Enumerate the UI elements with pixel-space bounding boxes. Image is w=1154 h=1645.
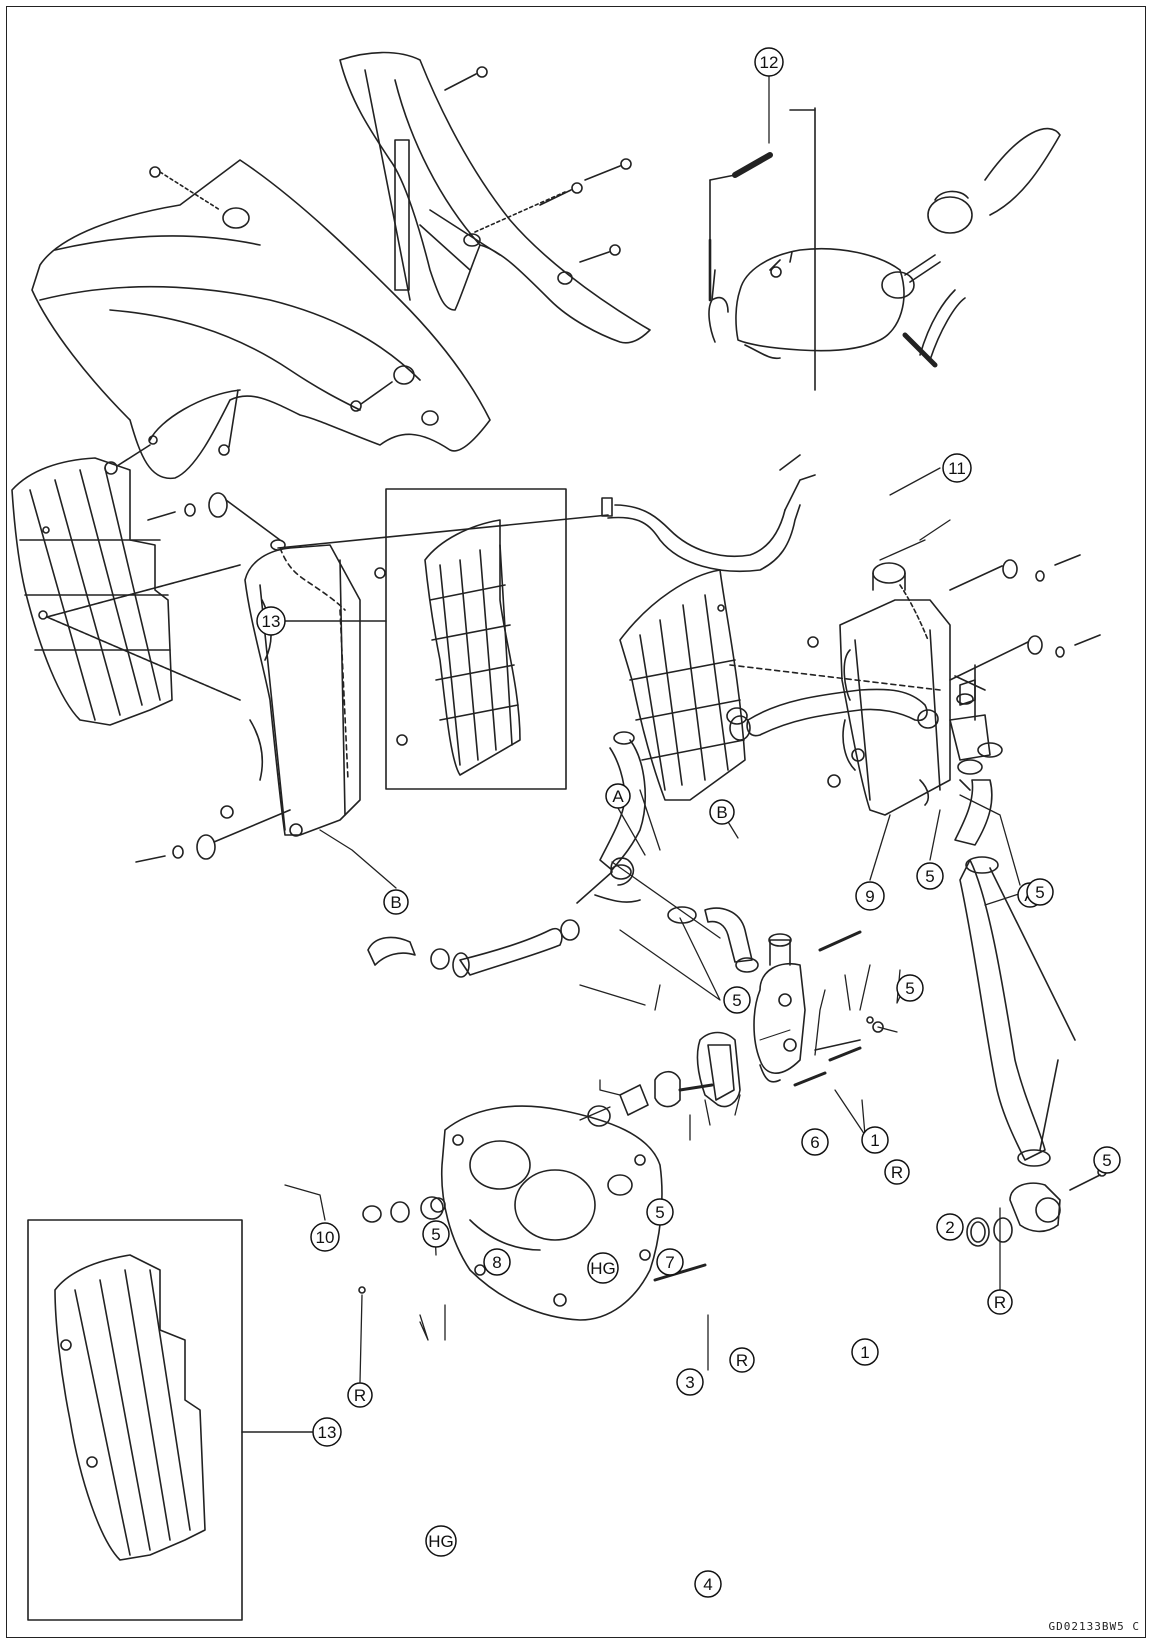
callout-13-upper-label: 13: [262, 612, 281, 631]
callout-HG-lower-label: HG: [428, 1532, 454, 1551]
callout-5-e-label: 5: [655, 1203, 664, 1222]
right-radiator-hardware: [807, 554, 1101, 788]
callout-5-d-label: 5: [905, 979, 914, 998]
pump-gasket: [696, 1031, 741, 1108]
radiator-guard-inset-frame: [385, 488, 567, 790]
callout-B-middle-label: B: [716, 803, 727, 822]
reservoir-hoses: [708, 107, 1061, 391]
callout-5-c-label: 5: [732, 991, 741, 1010]
callout-A-middle-label: A: [612, 787, 624, 806]
callout-1-bottom-label: 1: [860, 1343, 869, 1362]
callout-R-lower-right: R: [987, 1289, 1013, 1315]
callout-3: 3: [676, 1368, 704, 1396]
callout-5-f-label: 5: [1102, 1151, 1111, 1170]
reservoir-tank: [735, 190, 973, 360]
callout-HG-upper-label: HG: [590, 1259, 616, 1278]
callout-5-g-label: 5: [431, 1225, 440, 1244]
pump-bolts: [759, 930, 884, 1087]
radiator-guard-inset-frame-lower: [27, 1219, 243, 1621]
callout-1-top: 1: [861, 1126, 889, 1154]
right-radiator: [839, 562, 971, 816]
callout-R-middle: R: [729, 1347, 755, 1373]
callout-R-middle-label: R: [736, 1351, 748, 1370]
callout-11-label: 11: [948, 459, 966, 478]
callout-8: 8: [483, 1248, 511, 1276]
hose-fitting: [966, 1167, 1107, 1247]
radiator-guard-inset: [424, 519, 521, 776]
callout-5-e: 5: [646, 1198, 674, 1226]
left-radiator-guard: [11, 457, 173, 726]
callout-13-upper: 13: [256, 606, 286, 636]
callout-12-label: 12: [760, 53, 779, 72]
callout-7: 7: [656, 1248, 684, 1276]
callout-13-lower-label: 13: [318, 1423, 337, 1442]
callout-1-bottom: 1: [851, 1338, 879, 1366]
callout-B-middle: B: [709, 799, 735, 825]
left-radiator-hardware: [135, 492, 408, 863]
callout-9-label: 9: [865, 887, 874, 906]
leader-lines: [284, 75, 1026, 1383]
callout-R-upper-label: R: [891, 1163, 903, 1182]
callout-2: 2: [936, 1213, 964, 1241]
diagram-frame: [6, 6, 1146, 1638]
callout-5-b: 5: [1026, 878, 1054, 906]
callout-HG-lower: HG: [425, 1525, 457, 1557]
callout-6: 6: [801, 1128, 829, 1156]
callout-5-b-label: 5: [1035, 883, 1044, 902]
callout-11: 11: [942, 453, 972, 483]
callout-7-label: 7: [665, 1253, 674, 1272]
callout-6-label: 6: [810, 1133, 819, 1152]
callouts: 12 11 13 9 A 5 5 A B B 5 5 5 6 1 R 2 5 1…: [256, 47, 1121, 1598]
callout-R-upper: R: [884, 1159, 910, 1185]
clutch-cover: [440, 1105, 663, 1321]
water-pump-cover: [753, 933, 806, 1083]
callout-4-label: 4: [703, 1575, 712, 1594]
callout-1-top-label: 1: [870, 1131, 879, 1150]
callout-13-lower: 13: [312, 1417, 342, 1447]
coolant-hoses: [367, 664, 1076, 1167]
callout-HG-upper: HG: [587, 1252, 619, 1284]
callout-5-f: 5: [1093, 1146, 1121, 1174]
callout-4: 4: [694, 1570, 722, 1598]
clutch-cover-seals: [358, 1196, 707, 1294]
callout-5-c: 5: [723, 986, 751, 1014]
callout-B-left: B: [383, 889, 409, 915]
impeller: [654, 1070, 714, 1108]
callout-5-a: 5: [916, 862, 944, 890]
shroud-bolts: [104, 166, 393, 475]
callout-R-lower-left-label: R: [354, 1386, 366, 1405]
drawing-reference-code: GD02133BW5 C: [1048, 1620, 1140, 1633]
callout-9: 9: [855, 881, 885, 911]
callout-5-g: 5: [422, 1220, 450, 1248]
callout-5-a-label: 5: [925, 867, 934, 886]
radiator-guard-inset-lower: [54, 1254, 206, 1561]
callout-A-middle: A: [605, 783, 631, 809]
upper-cross-hose: [277, 454, 816, 573]
left-radiator-shroud: [31, 159, 491, 480]
callout-5-d: 5: [896, 974, 924, 1002]
callout-R-lower-right-label: R: [994, 1293, 1006, 1312]
callout-R-lower-left: R: [347, 1382, 373, 1408]
callout-10: 10: [310, 1222, 340, 1252]
callout-B-left-label: B: [390, 893, 401, 912]
callout-12: 12: [754, 47, 784, 77]
callout-3-label: 3: [685, 1373, 694, 1392]
callout-2-label: 2: [945, 1218, 954, 1237]
side-cover-bolts: [444, 66, 632, 263]
callout-10-label: 10: [316, 1228, 335, 1247]
left-radiator: [244, 539, 361, 837]
right-radiator-guard: [619, 569, 746, 801]
side-number-plate: [339, 51, 651, 344]
callout-8-label: 8: [492, 1253, 501, 1272]
